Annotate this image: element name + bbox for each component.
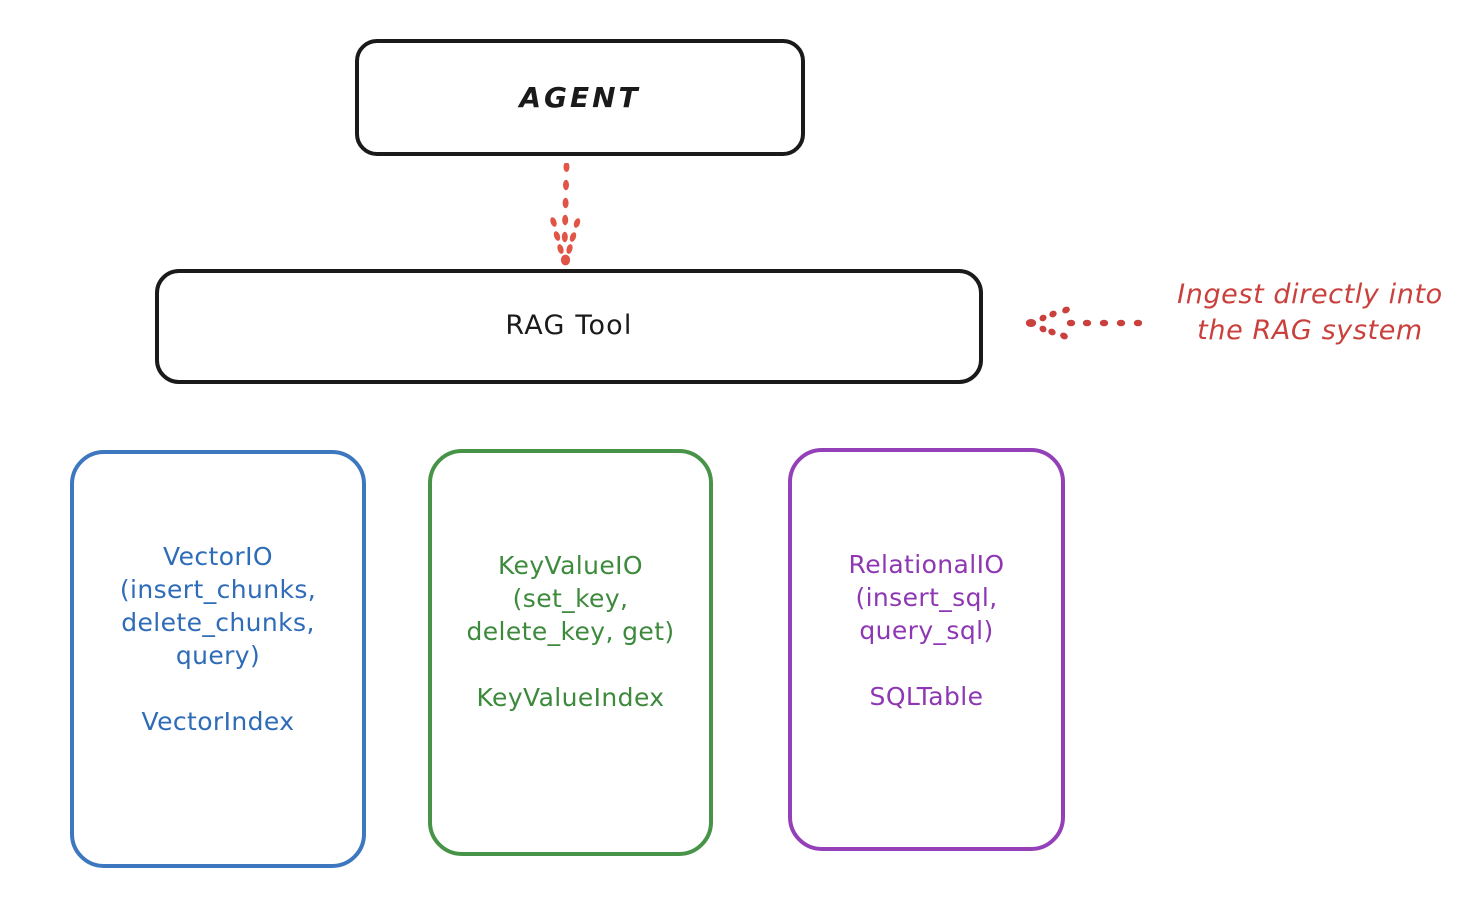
node-rag-tool[interactable]: RAG Tool bbox=[155, 269, 983, 384]
node-key-value-io[interactable]: KeyValueIO (set_key, delete_key, get) Ke… bbox=[428, 449, 713, 856]
node-rag-tool-label: RAG Tool bbox=[505, 310, 633, 342]
node-relational-io-label: RelationalIO (insert_sql, query_sql) SQL… bbox=[848, 550, 1005, 711]
node-relational-io[interactable]: RelationalIO (insert_sql, query_sql) SQL… bbox=[788, 448, 1065, 851]
node-vector-io[interactable]: VectorIO (insert_chunks, delete_chunks, … bbox=[70, 450, 366, 868]
node-vector-io-label: VectorIO (insert_chunks, delete_chunks, … bbox=[119, 542, 317, 736]
node-key-value-io-label: KeyValueIO (set_key, delete_key, get) Ke… bbox=[466, 551, 675, 712]
ingest-annotation-text: Ingest directly into the RAG system bbox=[1177, 279, 1443, 347]
agent-to-rag-tool-arrow bbox=[536, 162, 596, 268]
node-agent[interactable]: AGENT bbox=[355, 39, 805, 156]
node-agent-label: AGENT bbox=[519, 80, 641, 114]
ingest-annotation-arrow bbox=[1022, 300, 1143, 346]
